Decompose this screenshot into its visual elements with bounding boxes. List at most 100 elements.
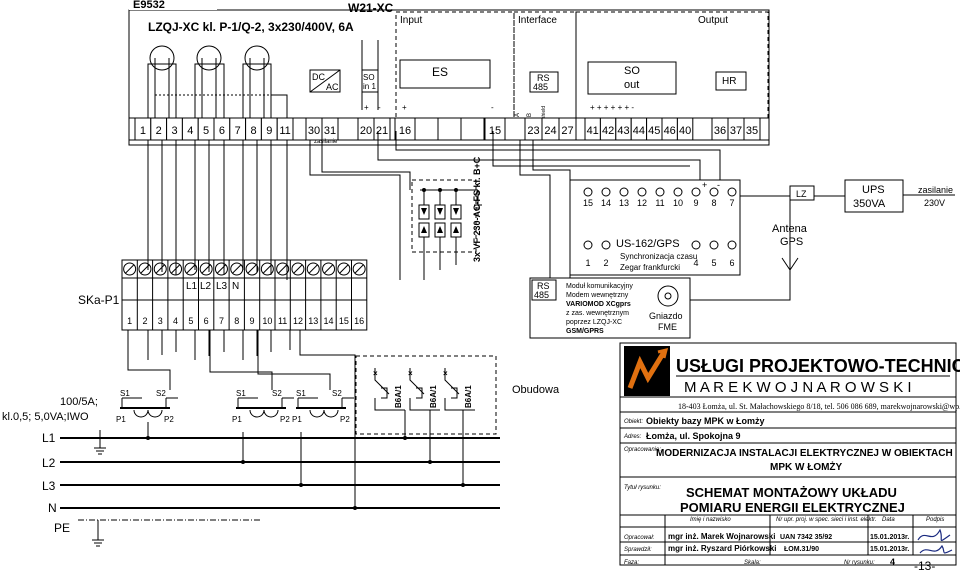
- ct-winding-2: [249, 409, 279, 418]
- meter-terminal: 36: [714, 125, 726, 137]
- svg-text:+ + + + + + -: + + + + + + -: [590, 103, 634, 112]
- meter-terminal: 41: [587, 125, 599, 137]
- svg-text:S1: S1: [236, 389, 246, 398]
- meter-terminal: 20: [360, 125, 372, 137]
- module-dc-ac: DC AC: [309, 69, 341, 93]
- svg-text:SO: SO: [363, 73, 375, 82]
- gps-pin: 10: [673, 198, 683, 208]
- owner-name: M A R E K W O J N A R O W S K I: [684, 379, 912, 396]
- svg-text:S2: S2: [272, 389, 282, 398]
- meter-supply-label: zasilanie: [314, 139, 338, 145]
- svg-text:Data: Data: [882, 517, 895, 523]
- svg-text:UPS: UPS: [862, 184, 885, 196]
- svg-text:UAN 7342 35/92: UAN 7342 35/92: [780, 534, 832, 541]
- module-so-out: SO out + + + + + + -: [587, 61, 677, 112]
- ska-terminal: 8: [234, 316, 239, 326]
- meter-terminal: 8: [250, 125, 256, 137]
- svg-text:P2: P2: [340, 415, 350, 424]
- meter-terminal: 1: [140, 125, 146, 137]
- svg-text:Obiekty bazy MPK w Łomży: Obiekty bazy MPK w Łomży: [646, 416, 765, 426]
- module-so-in: SO in 1 + -: [361, 40, 381, 112]
- svg-text:out: out: [624, 79, 639, 91]
- svg-text:Imię i nazwisko: Imię i nazwisko: [690, 517, 731, 523]
- ska-wires: [127, 140, 356, 435]
- svg-text:×: ×: [443, 369, 448, 378]
- module-rs485: RS 485 A B shield: [515, 71, 559, 119]
- svg-text:B6A/1: B6A/1: [429, 385, 438, 408]
- meter-terminal: 6: [219, 125, 225, 137]
- svg-text:MPK W ŁOMŻY: MPK W ŁOMŻY: [770, 460, 843, 473]
- svg-text:POMIARU ENERGII ELEKTRYCZNEJ: POMIARU ENERGII ELEKTRYCZNEJ: [680, 500, 905, 515]
- ska-terminal: 13: [308, 316, 318, 326]
- gps-pin: 2: [603, 258, 608, 268]
- section-interface: Interface: [518, 15, 557, 26]
- svg-text:PE: PE: [54, 521, 70, 535]
- svg-text:GPS: GPS: [780, 236, 803, 248]
- meter-terminal: 15: [489, 125, 501, 137]
- section-input: Input: [400, 15, 422, 26]
- svg-text:L1: L1: [42, 431, 56, 445]
- svg-text:L1: L1: [186, 281, 198, 292]
- svg-text:S2: S2: [332, 389, 342, 398]
- svg-text:Opracowanie:: Opracowanie:: [624, 447, 661, 453]
- section-output: Output: [698, 15, 728, 26]
- breaker-1: [374, 368, 405, 411]
- svg-text:AC: AC: [326, 82, 339, 92]
- svg-text:Podpis: Podpis: [926, 517, 944, 523]
- ska-terminal: 5: [188, 316, 193, 326]
- ska-terminal: 7: [219, 316, 224, 326]
- gps-pin: 14: [601, 198, 611, 208]
- ska-terminal: 6: [204, 316, 209, 326]
- svg-text:P2: P2: [164, 415, 174, 424]
- meter-terminal: 23: [527, 125, 539, 137]
- meter-terminal: 45: [648, 125, 660, 137]
- ska-terminal: 1: [127, 316, 132, 326]
- svg-text:Zegar frankfurcki: Zegar frankfurcki: [620, 263, 680, 272]
- gps-pin: 13: [619, 198, 629, 208]
- svg-text:Moduł komunikacyjny: Moduł komunikacyjny: [566, 283, 633, 290]
- meter-terminal: 43: [617, 125, 629, 137]
- svg-text:FME: FME: [658, 322, 677, 332]
- svg-text:15.01.2013r.: 15.01.2013r.: [870, 534, 909, 541]
- svg-text:Obiekt:: Obiekt:: [624, 419, 643, 425]
- meter-terminal: 31: [324, 125, 336, 137]
- meter-wires: [309, 131, 845, 280]
- module-es: ES + -: [399, 59, 494, 112]
- meter-label-e9532: E9532: [133, 0, 165, 11]
- title-block: USŁUGI PROJEKTOWO-TECHNICZNE M A R E K W…: [619, 342, 960, 571]
- svg-text:RS: RS: [537, 73, 550, 83]
- ska-terminal: 2: [142, 316, 147, 326]
- svg-text:S1: S1: [120, 389, 130, 398]
- page-number: -13-: [914, 559, 935, 571]
- svg-text:18-403 Łomża, ul. St. Małachow: 18-403 Łomża, ul. St. Małachowskiego 8/1…: [678, 402, 960, 411]
- gps-antenna: Antena GPS: [686, 223, 808, 301]
- ska-terminal: 12: [293, 316, 303, 326]
- svg-text:GSM/GPRS: GSM/GPRS: [566, 328, 604, 335]
- gps-pin: 12: [637, 198, 647, 208]
- svg-text:kl.0,5; 5,0VA;IWO: kl.0,5; 5,0VA;IWO: [2, 411, 89, 423]
- svg-text:ES: ES: [432, 65, 448, 79]
- svg-text:B6A/1: B6A/1: [394, 385, 403, 408]
- svg-text:×: ×: [408, 369, 413, 378]
- gps-pin: 6: [729, 258, 734, 268]
- module-hr: HR: [715, 71, 747, 91]
- svg-text:350VA: 350VA: [853, 198, 886, 210]
- svg-text:Modem wewnętrzny: Modem wewnętrzny: [566, 292, 629, 299]
- meter-terminal: 24: [544, 125, 556, 137]
- ska-terminal: 9: [250, 316, 255, 326]
- ska-terminal: 16: [354, 316, 364, 326]
- meter-terminal: 46: [664, 125, 676, 137]
- svg-text:+: +: [402, 103, 407, 112]
- svg-text:HR: HR: [722, 76, 736, 87]
- svg-text:Skala:: Skala:: [744, 560, 761, 566]
- svg-text:z zas. wewnętrznym: z zas. wewnętrznym: [566, 310, 629, 317]
- svg-text:L3: L3: [42, 479, 56, 493]
- meter-terminal: 44: [633, 125, 645, 137]
- svg-text:4: 4: [890, 557, 895, 567]
- signature-1: [917, 528, 951, 542]
- svg-text:Gniazdo: Gniazdo: [649, 311, 683, 321]
- gps-pin: 1: [585, 258, 590, 268]
- meter-terminal: 5: [203, 125, 209, 137]
